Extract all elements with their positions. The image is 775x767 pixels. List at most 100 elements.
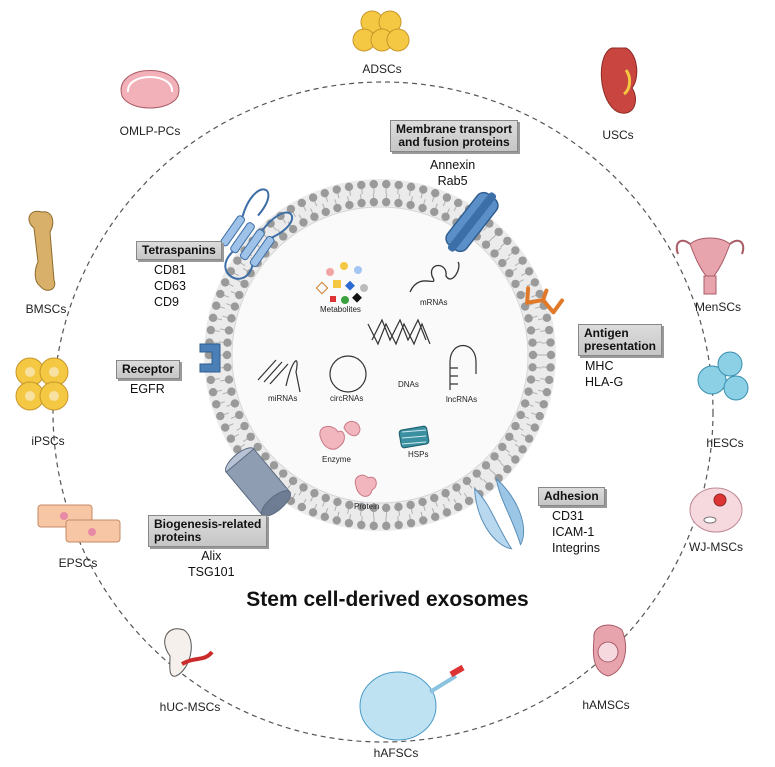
lipid-head <box>406 518 416 528</box>
cargo-label-metabolites: Metabolites <box>320 305 361 314</box>
mrna-strand-icon <box>409 261 460 293</box>
lipid-head <box>431 188 440 198</box>
biogenesis-item: TSG101 <box>188 565 235 579</box>
exosome-lumen <box>231 206 529 504</box>
lipid-head <box>212 400 221 409</box>
lipid-head <box>524 434 534 443</box>
lipid-head <box>544 325 554 335</box>
lipid-head <box>498 258 507 268</box>
lipid-head <box>542 313 552 323</box>
lipid-head <box>333 203 342 213</box>
lipid-head <box>357 502 366 512</box>
lipid-head <box>518 445 527 454</box>
lipid-head <box>494 227 503 237</box>
oral-palate-icon <box>120 70 180 109</box>
lipid-head <box>357 198 366 208</box>
cargo-label-circrnas: circRNAs <box>330 394 364 403</box>
lipid-head <box>503 464 512 474</box>
lipid-head <box>297 198 307 208</box>
lipid-head <box>220 278 230 287</box>
lipid-head <box>227 314 236 323</box>
lipid-head <box>344 518 354 528</box>
lipid-head <box>332 516 341 525</box>
epithelial-cells-icon <box>37 504 121 543</box>
lipid-head <box>418 203 427 213</box>
lipid-head <box>204 350 214 360</box>
cell-label-ipscs: iPSCs <box>31 434 65 448</box>
receptor-box: Receptor <box>116 360 181 379</box>
biogenesis-items: Alix TSG101 <box>188 548 235 580</box>
adhesion-protein <box>474 477 525 550</box>
lipid-head <box>528 363 537 372</box>
lipid-head <box>369 197 379 207</box>
biogenesis-title-line2: proteins <box>154 530 202 544</box>
lipid-head <box>490 452 499 461</box>
lipid-head <box>441 212 450 221</box>
cell-label-hescs: hESCs <box>706 436 744 450</box>
antigen-title-line1: Antigen <box>584 326 629 340</box>
hsps-icon <box>398 425 430 449</box>
lipid-head <box>286 204 296 214</box>
lipid-head <box>546 363 555 372</box>
antigen-items: MHC HLA-G <box>585 358 623 390</box>
lipid-head <box>220 423 230 432</box>
lipid-head <box>394 520 403 530</box>
lipid-head <box>246 432 255 441</box>
lipid-head <box>206 325 216 335</box>
lipid-head <box>208 387 218 397</box>
lipid-head <box>394 502 403 512</box>
lipid-head <box>511 279 520 289</box>
lipid-head <box>535 411 544 421</box>
wharton-jelly-cell-icon <box>689 487 743 533</box>
lipid-head <box>530 423 540 432</box>
cell-label-uscs: USCs <box>602 128 634 142</box>
tetraspanin-item: CD9 <box>154 295 180 309</box>
lncrna-loop-icon <box>449 345 477 390</box>
lipid-head <box>526 326 536 335</box>
cargo-label-hsps: HSPs <box>408 450 429 459</box>
antigen-title-line2: presentation <box>584 339 657 353</box>
adhesion-items: CD31 ICAM-1 Integrins <box>552 508 600 556</box>
lipid-head <box>233 445 242 454</box>
lipid-head <box>308 508 318 517</box>
lipid-head <box>345 200 354 210</box>
lipid-head <box>503 236 512 246</box>
cell-label-hucmscs: hUC-MSCs <box>159 700 221 714</box>
lipid-head <box>516 290 525 300</box>
cell-label-menscs: MenSCs <box>694 300 742 314</box>
uterus-icon <box>675 237 745 295</box>
lipid-head <box>235 290 244 300</box>
mirna-hairpin-icon <box>257 359 301 393</box>
lipid-head <box>223 338 232 347</box>
diagram-title: Stem cell-derived exosomes <box>246 588 529 611</box>
cell-label-adscs: ADSCs <box>362 62 402 76</box>
lipid-head <box>518 256 527 265</box>
lipid-head <box>441 489 450 498</box>
lipid-head <box>442 508 452 517</box>
lipid-head <box>406 182 416 192</box>
lipid-head <box>431 512 440 522</box>
lipid-head <box>240 421 249 431</box>
lipid-head <box>490 249 499 258</box>
cell-label-epscs: EPSCs <box>58 556 98 570</box>
lipid-head <box>406 500 415 510</box>
lipid-head <box>530 278 540 287</box>
biogenesis-item: Alix <box>201 549 222 563</box>
tetraspanins-box: Tetraspanins <box>136 241 222 260</box>
lipid-head <box>542 387 552 397</box>
antigen-item: MHC <box>585 359 614 373</box>
tetraspanins-items: CD81 CD63 CD9 <box>154 262 186 310</box>
lipid-head <box>223 363 232 372</box>
lipid-head <box>535 289 544 299</box>
metabolites-icon <box>315 262 368 304</box>
lipid-head <box>472 469 481 478</box>
lipid-head <box>288 224 298 234</box>
lipid-head <box>206 375 216 385</box>
lipid-head <box>222 350 232 360</box>
membrane-item: Rab5 <box>437 174 468 188</box>
receptor-items: EGFR <box>130 381 165 397</box>
membrane-transport-title-line1: Membrane transport <box>396 122 513 136</box>
lipid-head <box>546 350 556 360</box>
ipsc-cells-icon <box>15 357 69 411</box>
